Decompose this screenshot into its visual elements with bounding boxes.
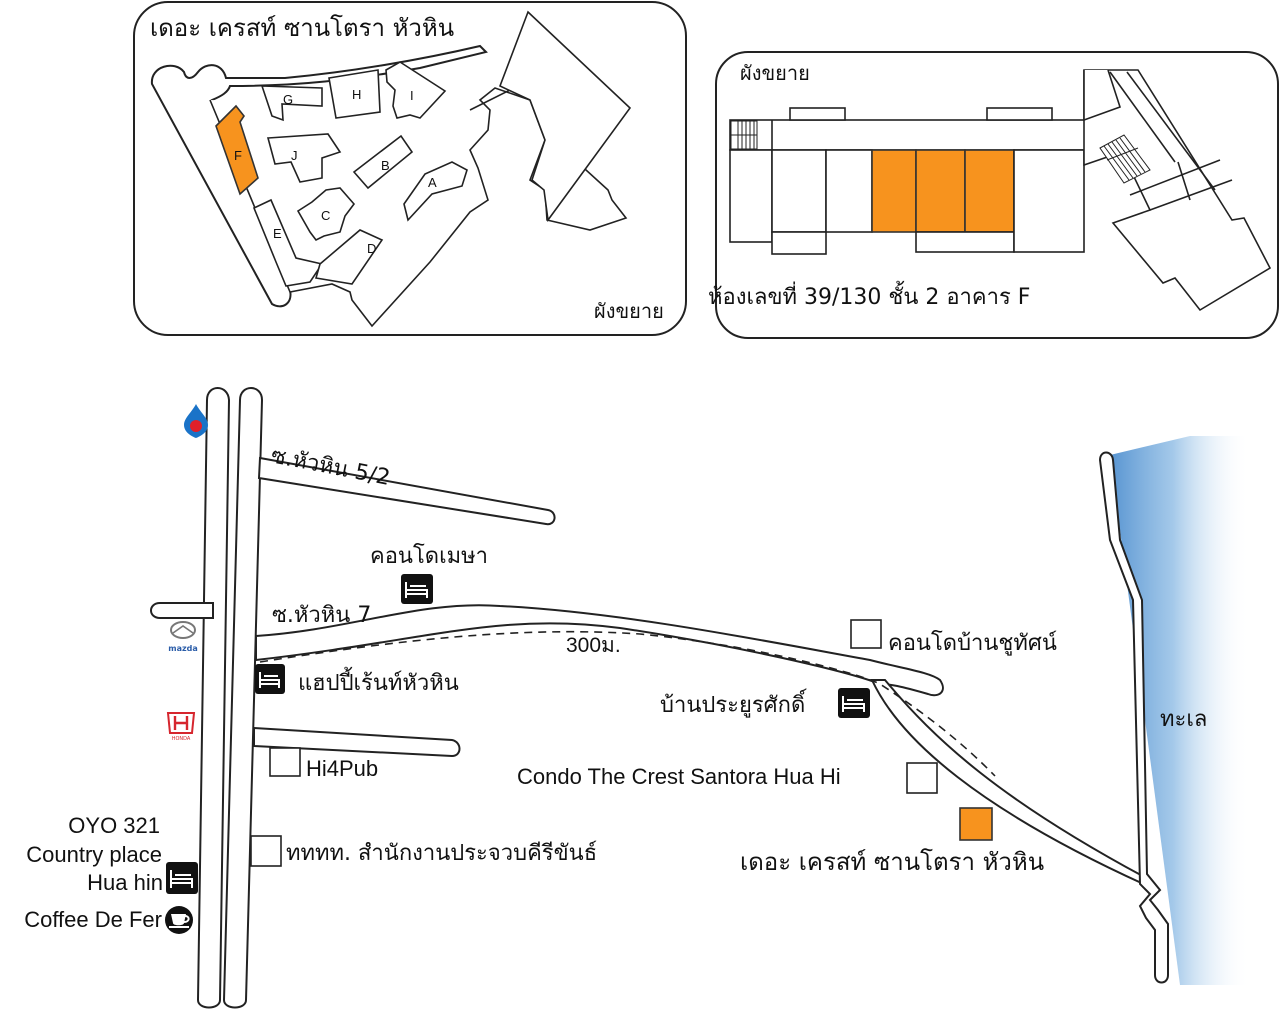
honda-logo-icon: HONDA bbox=[166, 712, 196, 742]
road-hi4pub bbox=[253, 726, 461, 758]
site-plan-title: เดอะ เครสท์ ซานโตรา หัวหิน bbox=[150, 14, 454, 42]
place-marker-baan-chuthat bbox=[850, 619, 882, 649]
floor-plan-title: ผังขยาย bbox=[740, 61, 810, 85]
building-f-label: F bbox=[234, 148, 242, 163]
coffee-cup-icon bbox=[165, 906, 193, 934]
mazda-logo-text: mazda bbox=[168, 644, 198, 653]
site-plan-footer: ผังขยาย bbox=[594, 299, 664, 323]
building-i bbox=[385, 61, 447, 119]
place-condo-crest-label: Condo The Crest Santora Hua Hi bbox=[517, 764, 841, 789]
site-access-road bbox=[150, 44, 488, 308]
building-g-label: G bbox=[283, 92, 293, 107]
stairs-left bbox=[730, 120, 758, 150]
building-e-label: E bbox=[273, 226, 282, 241]
building-a bbox=[403, 161, 468, 222]
place-baan-prayoon-label: บ้านประยูรศักดิ์ bbox=[660, 689, 807, 718]
place-hi4pub-label: Hi4Pub bbox=[306, 756, 378, 781]
area-map: ทะเล ซ.หัวหิน 5/2 ซ.หัวหิน 7 300ม. mazda bbox=[24, 387, 1250, 1009]
place-oyo-label-line2: Country place bbox=[26, 842, 162, 867]
unit bbox=[825, 149, 873, 233]
place-oyo-label-line1: OYO 321 bbox=[68, 813, 160, 838]
building-c-label: C bbox=[321, 208, 330, 223]
building-h-label: H bbox=[352, 87, 361, 102]
building-h bbox=[328, 69, 381, 119]
building-d-label: D bbox=[367, 241, 376, 256]
unit bbox=[729, 149, 773, 243]
route-dashed-line bbox=[259, 630, 996, 777]
unit-highlighted bbox=[915, 149, 966, 233]
building-f-highlighted bbox=[215, 104, 259, 196]
building-j bbox=[266, 133, 342, 183]
place-happy-rent-label: แฮปปี้เร้นท์หัวหิน bbox=[298, 667, 459, 696]
beach-road bbox=[1098, 451, 1169, 984]
floor-plan-panel: ผังขยาย bbox=[708, 51, 1279, 339]
road-soi-7 bbox=[255, 604, 944, 697]
mazda-logo-icon: mazda bbox=[168, 621, 198, 653]
building-g bbox=[260, 85, 323, 122]
highway-west-lane bbox=[196, 387, 231, 1009]
road-label-soi-7: ซ.หัวหิน 7 bbox=[272, 603, 371, 628]
building-b bbox=[352, 134, 414, 190]
site-plan-panel: เดอะ เครสท์ ซานโตรา หัวหิน G H I F J B A… bbox=[133, 1, 687, 336]
unit-highlighted bbox=[964, 149, 1015, 233]
place-marker-hi4pub bbox=[269, 747, 301, 777]
unit-balcony bbox=[771, 231, 827, 255]
building-a-label: A bbox=[428, 175, 437, 190]
floor-plan-caption: ห้องเลขที่ 39/130 ชั้น 2 อาคาร F bbox=[708, 281, 1030, 310]
hotel-icon bbox=[838, 688, 870, 718]
corridor bbox=[729, 119, 1086, 151]
destination-marker bbox=[959, 807, 993, 841]
building-b-label: B bbox=[381, 158, 390, 173]
place-marker-condo-crest bbox=[906, 762, 938, 794]
stairs-right bbox=[1099, 134, 1151, 184]
wing-corner bbox=[1083, 69, 1121, 122]
place-tot-office-label: ทททท. สำนักงานประจวบคีรีขันธ์ bbox=[286, 841, 597, 866]
destination-label: เดอะ เครสท์ ซานโตรา หัวหิน bbox=[740, 848, 1044, 876]
hotel-icon bbox=[255, 664, 285, 694]
place-baan-chuthat-label: คอนโดบ้านชูทัศน์ bbox=[888, 630, 1057, 656]
road-soi-5-2 bbox=[257, 456, 556, 526]
place-marker-tot-office bbox=[250, 835, 282, 867]
building-d bbox=[314, 229, 384, 285]
unit bbox=[1013, 149, 1085, 253]
building-i-label: I bbox=[410, 88, 414, 103]
sea-area bbox=[1110, 436, 1250, 985]
highway-east-lane bbox=[222, 387, 264, 1009]
unit bbox=[771, 149, 827, 233]
west-side-road bbox=[150, 602, 214, 619]
unit-highlighted bbox=[871, 149, 917, 233]
place-coffee-label: Coffee De Fer bbox=[24, 907, 162, 932]
sea-label: ทะเล bbox=[1160, 707, 1207, 732]
honda-logo-text: HONDA bbox=[172, 736, 191, 742]
corridor-bump-left bbox=[789, 107, 846, 121]
unit-balcony bbox=[915, 231, 1015, 253]
site-east-parcel bbox=[498, 10, 632, 223]
distance-label: 300ม. bbox=[566, 634, 621, 657]
hotel-icon bbox=[401, 574, 433, 604]
place-oyo-label-line3: Hua hin bbox=[87, 870, 163, 895]
building-c bbox=[296, 187, 356, 242]
ptt-logo-icon bbox=[184, 404, 208, 438]
place-condo-mesa-label: คอนโดเมษา bbox=[370, 543, 488, 569]
corridor-bump-right bbox=[986, 107, 1053, 121]
hotel-icon bbox=[166, 862, 198, 894]
building-j-label: J bbox=[291, 148, 298, 163]
building-e bbox=[252, 198, 324, 287]
